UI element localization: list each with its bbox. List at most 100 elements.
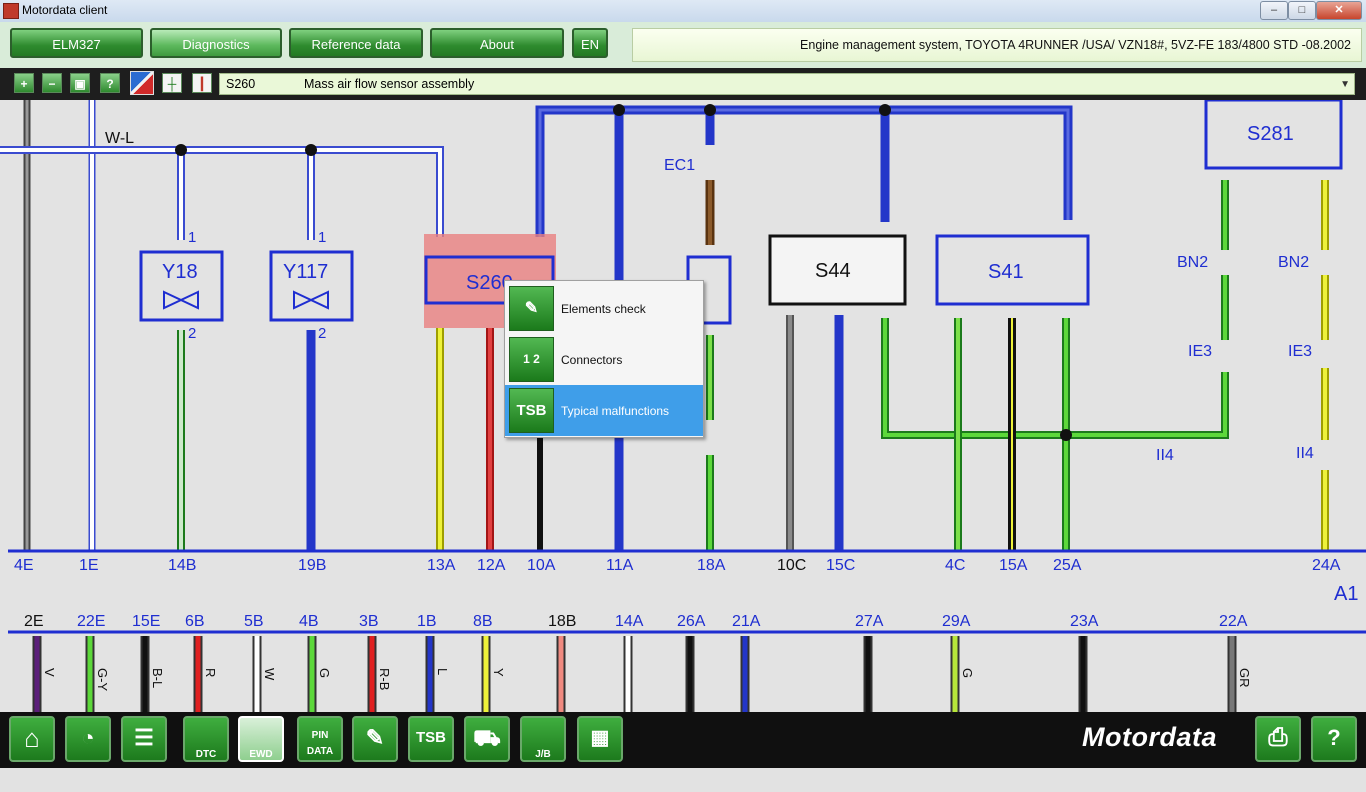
bus-b-pin-label: 1B <box>417 613 437 630</box>
dtc-icon[interactable]: DTC <box>183 716 229 762</box>
multimeter-icon: ✎ <box>509 286 554 331</box>
bus-b-pin-label: 6B <box>185 613 205 630</box>
bus-b-pin-label: 23A <box>1070 613 1099 630</box>
bus-a-pin-label: 18A <box>697 557 726 574</box>
bus-a-pin-label: 10C <box>777 557 806 574</box>
bus-b-pin-label: 21A <box>732 613 761 630</box>
bus-b-pin-label: 14A <box>615 613 644 630</box>
bus-a-pin-label: 19B <box>298 557 326 574</box>
bus-b-wire-label: R <box>203 668 218 677</box>
window-title: Motordata client <box>22 3 108 17</box>
zoom-out-icon[interactable]: − <box>42 73 62 93</box>
chevron-down-icon[interactable]: ▼ <box>1340 79 1350 90</box>
pin-label: 1 <box>188 229 196 246</box>
connector-bn2-label: BN2 <box>1177 254 1208 271</box>
wire-label: W-L <box>105 130 134 147</box>
engine-info-label: Engine management system, TOYOTA 4RUNNER… <box>632 28 1362 62</box>
zoom-in-icon[interactable]: + <box>14 73 34 93</box>
close-button[interactable]: ✕ <box>1316 1 1362 20</box>
component-selector[interactable]: S260 Mass air flow sensor assembly ▼ <box>219 73 1355 95</box>
fit-icon[interactable]: ▣ <box>70 73 90 93</box>
pin-label: 2 <box>318 325 326 342</box>
connectors-icon[interactable]: ▦ <box>577 716 623 762</box>
print-icon[interactable]: ⎙ <box>1255 716 1301 762</box>
bus-a-pin-label: 1E <box>79 557 99 574</box>
pin-label: 1 <box>318 229 326 246</box>
bus-b-wire-label: B-L <box>150 668 165 688</box>
jb-icon[interactable]: J/B <box>520 716 566 762</box>
vehicle-icon[interactable]: ⛟ <box>464 716 510 762</box>
highlight-icon[interactable]: ┃ <box>192 73 212 93</box>
bus-a-pin-label: 11A <box>606 557 634 574</box>
ewd-icon[interactable]: EWD <box>238 716 284 762</box>
bus-b-wire-label: G <box>317 668 332 678</box>
elements-check-icon[interactable]: ✎ <box>352 716 398 762</box>
bus-b-pin-label: 29A <box>942 613 971 630</box>
bus-b-pin-label: 4B <box>299 613 319 630</box>
help-icon[interactable]: ? <box>100 73 120 93</box>
bus-b-wire-label: V <box>42 668 57 677</box>
bus-a-pin-label: 10A <box>527 557 556 574</box>
language-button[interactable]: EN <box>572 28 608 58</box>
bottom-toolbar: ⌂ ◔ ☰ DTC EWD PIN DATA ✎ TSB ⛟ J/B ▦ ⎙ ? <box>0 712 1366 768</box>
menu-reference-data-button[interactable]: Reference data <box>289 28 423 58</box>
connector-ec1-label: EC1 <box>664 157 695 174</box>
connector-pins-icon: 1 2 <box>509 337 554 382</box>
bus-b-wire-label: G <box>960 668 975 678</box>
menu-elm327-button[interactable]: ELM327 <box>10 28 143 58</box>
connector-ii4-label: II4 <box>1156 447 1174 464</box>
bus-a-pin-label: 14B <box>168 557 196 574</box>
tsb-button[interactable]: TSB <box>408 716 454 762</box>
maximize-button[interactable]: □ <box>1288 1 1316 20</box>
context-item-connectors[interactable]: 1 2 Connectors <box>505 334 703 385</box>
component-code: S260 <box>226 77 256 91</box>
bus-b-wire-label: GR <box>1237 668 1252 688</box>
bus-a-pin-label: 24A <box>1312 557 1341 574</box>
pin-label: 2 <box>188 325 196 342</box>
context-item-label: Elements check <box>561 302 646 316</box>
pin-data-icon[interactable]: PIN DATA <box>297 716 343 762</box>
manual-icon[interactable]: ? <box>1311 716 1357 762</box>
bus-b-wire-label: Y <box>491 668 506 677</box>
bus-b-wire-label: W <box>262 668 277 681</box>
grid-icon[interactable]: ┼ <box>162 73 182 93</box>
component-y18-label: Y18 <box>162 261 198 283</box>
tsb-icon: TSB <box>509 388 554 433</box>
minimize-button[interactable]: – <box>1260 1 1288 20</box>
connector-ie3-label-2: IE3 <box>1288 343 1312 360</box>
bus-b-pin-label: 18B <box>548 613 576 630</box>
component-s41-label: S41 <box>988 261 1024 283</box>
component-s44-label: S44 <box>815 260 851 282</box>
bus-a-pin-label: 15A <box>999 557 1028 574</box>
diagnostics-icon[interactable]: ◔ <box>65 716 111 762</box>
menu-diagnostics-button[interactable]: Diagnostics <box>150 28 282 58</box>
chat-icon[interactable]: ☰ <box>121 716 167 762</box>
bus-a-pin-label: 4E <box>14 557 34 574</box>
menu-about-button[interactable]: About <box>430 28 564 58</box>
component-s281-label: S281 <box>1247 123 1294 145</box>
context-item-label: Connectors <box>561 353 623 367</box>
component-y117-label: Y117 <box>283 261 328 283</box>
connector-ii4-label-2: II4 <box>1296 445 1314 462</box>
color-icon[interactable] <box>130 71 154 95</box>
bus-a-pin-label: 13A <box>427 557 456 574</box>
window-titlebar: Motordata client – □ ✕ <box>0 0 1366 23</box>
context-item-typical-malfunctions[interactable]: TSB Typical malfunctions <box>505 385 703 436</box>
bus-b-pin-label: 22E <box>77 613 105 630</box>
bus-b-pin-label: 2E <box>24 613 44 630</box>
bus-a-pin-label: 15C <box>826 557 855 574</box>
bus-b-pin-label: 22A <box>1219 613 1248 630</box>
bus-b-pin-label: 26A <box>677 613 706 630</box>
bus-b-pin-label: 3B <box>359 613 379 630</box>
component-s260-label: S260 <box>466 272 513 294</box>
context-menu: ✎ Elements check 1 2 Connectors TSB Typi… <box>504 280 704 438</box>
bus-b-wire-label: G-Y <box>95 668 110 691</box>
context-item-elements-check[interactable]: ✎ Elements check <box>505 283 703 334</box>
home-icon[interactable]: ⌂ <box>9 716 55 762</box>
connector-ie3-label: IE3 <box>1188 343 1212 360</box>
context-item-label: Typical malfunctions <box>561 404 670 418</box>
component-name: Mass air flow sensor assembly <box>304 77 475 91</box>
bus-b-wire-label: R-B <box>377 668 392 690</box>
